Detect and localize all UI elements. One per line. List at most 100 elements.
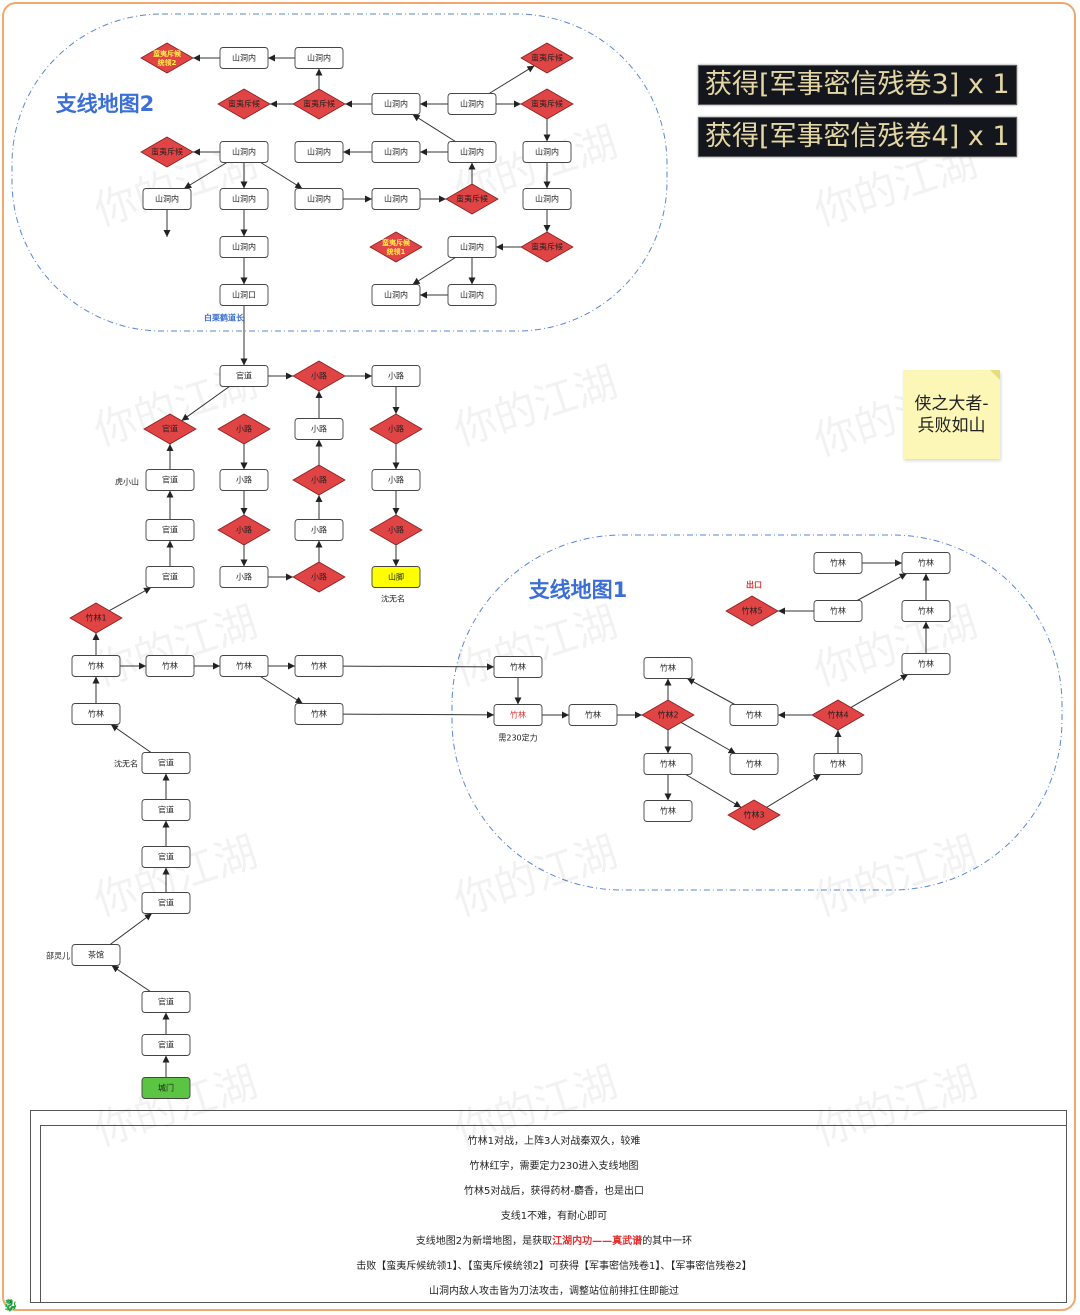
node-m2t: 蛮夷斥候: [445, 183, 499, 215]
node-b7: 竹林: [493, 656, 543, 678]
note-line: 山洞内敌人攻击皆为刀法攻击，调整站位前排扛住即能过: [429, 1286, 679, 1297]
rect-shape: [219, 236, 269, 258]
flow-edge: [109, 913, 153, 945]
watermark-text: 你的江湖: [88, 597, 263, 696]
node-label: 竹林: [746, 759, 762, 769]
node-m2x: 山洞内: [447, 236, 497, 258]
node-b11: 竹林: [729, 753, 779, 775]
rect-shape: [901, 600, 951, 622]
node-label: 蛮夷斥候: [531, 242, 563, 252]
rect-shape: [447, 284, 497, 306]
node-m2v: 山洞内: [219, 236, 269, 258]
node-label: 官道: [162, 572, 178, 582]
diamond-shape: [140, 136, 194, 168]
node-zl2: 竹林2: [641, 699, 695, 731]
node-label: 小路: [236, 525, 252, 535]
node-label: 山洞内: [232, 194, 256, 204]
node-b4: 竹林: [901, 600, 951, 622]
node-label: 小路: [311, 525, 327, 535]
watermark-text: 你的江湖: [448, 357, 623, 456]
diamond-shape: [520, 88, 574, 120]
flow-edge: [850, 674, 909, 708]
node-cg: 茶馆: [71, 944, 121, 966]
node-m2b: 山洞内: [219, 47, 269, 69]
rect-shape: [294, 655, 344, 677]
rect-shape: [219, 365, 269, 387]
rect-shape: [729, 753, 779, 775]
node-g4: 官道: [145, 566, 195, 588]
node-label: 统领1: [387, 247, 406, 256]
node-m2k: 山洞内: [219, 141, 269, 163]
rect-shape: [294, 188, 344, 210]
flow-edge: [342, 711, 495, 719]
node-label: 山洞内: [232, 53, 256, 63]
node-label: 山洞内: [155, 194, 179, 204]
node-m2m: 山洞内: [371, 141, 421, 163]
diamond-shape: [641, 699, 695, 731]
rect-shape: [371, 141, 421, 163]
node-x9: 小路: [217, 514, 271, 546]
node-x2: 小路: [371, 365, 421, 387]
rect-shape: [371, 93, 421, 115]
node-m2e: 蛮夷斥候: [217, 88, 271, 120]
rect-shape: [294, 141, 344, 163]
rect-shape: [219, 566, 269, 588]
flow-edge: [412, 114, 456, 142]
node-label: 竹林1: [85, 613, 106, 623]
node-x4: 小路: [294, 418, 344, 440]
node-label: 山洞内: [307, 147, 331, 157]
node-label: 蛮夷斥候: [382, 238, 411, 247]
diamond-shape: [520, 42, 574, 74]
diamond-shape: [369, 514, 423, 546]
node-g5: 官道: [141, 752, 191, 774]
annotation-a_huxs: 虎小山: [115, 477, 139, 487]
node-label: 山洞内: [535, 194, 559, 204]
node-x11: 小路: [369, 514, 423, 546]
diamond-shape: [217, 88, 271, 120]
note-line: 竹林红字，需要定力230进入支线地图: [469, 1161, 639, 1172]
node-label: 竹林: [660, 806, 676, 816]
node-g1: 官道: [219, 365, 269, 387]
region-map2: [11, 13, 668, 332]
node-zl4: 竹林4: [811, 699, 865, 731]
note-line: 竹林1对战，上阵3人对战秦双久，较难: [467, 1136, 641, 1147]
rect-shape: [371, 188, 421, 210]
node-m2c: 山洞内: [294, 47, 344, 69]
node-m2p: 山洞内: [142, 188, 192, 210]
node-label: 蛮夷斥候: [153, 49, 182, 58]
rect-shape: [294, 703, 344, 725]
watermark-text: 你的江湖: [808, 827, 983, 926]
node-label: 竹林2: [657, 710, 678, 720]
node-label: 竹林: [510, 710, 526, 720]
flow-edge: [412, 257, 456, 285]
diamond-shape: [292, 88, 346, 120]
node-label: 山洞内: [460, 290, 484, 300]
node-g8: 官道: [141, 892, 191, 914]
rect-shape: [294, 47, 344, 69]
node-sj: 山脚: [371, 566, 421, 588]
node-g9: 官道: [141, 991, 191, 1013]
node-b10: 竹林: [643, 753, 693, 775]
rect-shape: [219, 284, 269, 306]
node-label: 官道: [162, 525, 178, 535]
node-m2l: 山洞内: [294, 141, 344, 163]
node-m2d: 蛮夷斥候: [520, 42, 574, 74]
node-x5: 小路: [369, 413, 423, 445]
flow-edge: [488, 65, 535, 94]
diamond-shape: [292, 360, 346, 392]
node-label: 竹林: [311, 661, 327, 671]
node-g7: 官道: [141, 846, 191, 868]
diamond-shape: [140, 42, 194, 74]
rect-shape: [219, 188, 269, 210]
flow-edge: [181, 386, 230, 422]
node-label: 官道: [158, 758, 174, 768]
rect-shape: [141, 1034, 191, 1056]
node-m2o: 山洞内: [522, 141, 572, 163]
node-z1: 竹林: [71, 655, 121, 677]
node-zl1: 竹林1: [69, 602, 123, 634]
flow-edge: [110, 724, 152, 753]
node-m2f: 蛮夷斥候: [292, 88, 346, 120]
node-label: 竹林: [88, 709, 104, 719]
note-text: 支线地图2为新增地图，是获取: [415, 1236, 553, 1247]
